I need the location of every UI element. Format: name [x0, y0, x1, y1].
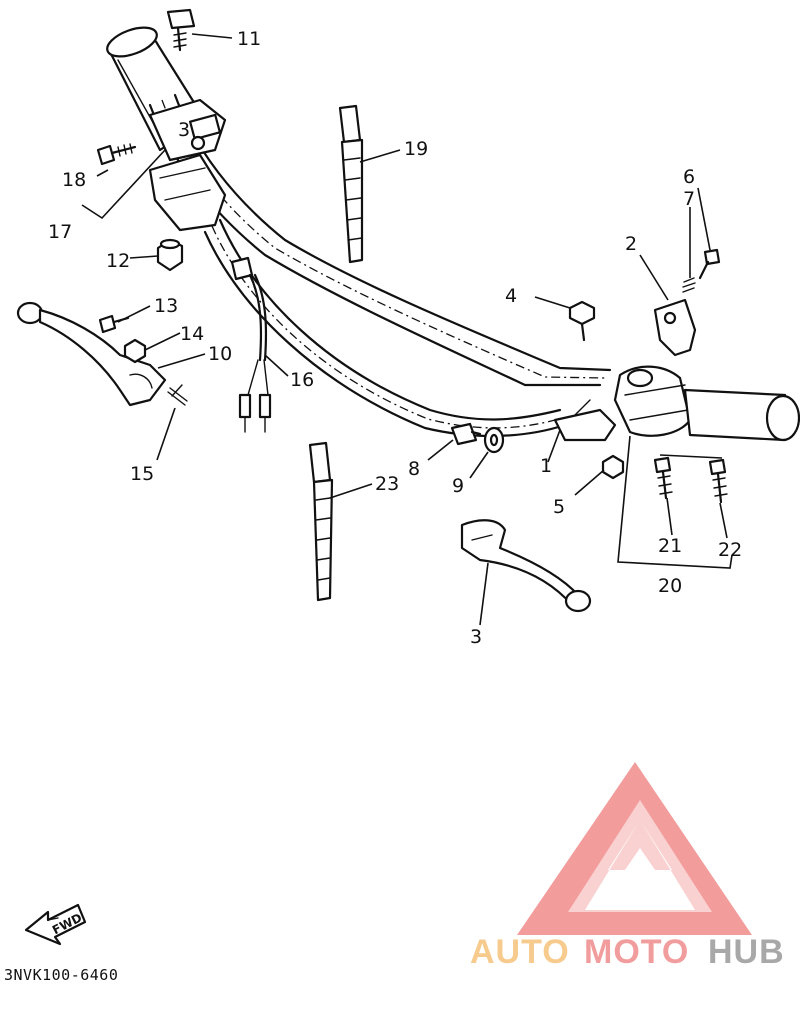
logo-word-auto: AUTO [470, 933, 570, 971]
right-grip [683, 388, 800, 442]
diagram-code: 3NVK100-6460 [4, 966, 118, 984]
part-20-throttle-housing [613, 365, 692, 437]
label-4: 4 [505, 285, 517, 307]
part-8-adjuster [450, 422, 482, 446]
label-18: 18 [62, 169, 86, 191]
part-19-cable-tie [338, 104, 364, 264]
leader-lines [81, 33, 733, 626]
fwd-arrow: FWD [24, 903, 87, 946]
part-9-washer [483, 426, 505, 454]
label-16: 16 [290, 369, 314, 391]
label-11: 11 [237, 28, 261, 50]
housing-marking: 3 [178, 119, 190, 141]
part-22-screw [708, 458, 728, 504]
logo-word-hub: HUB [708, 933, 785, 971]
label-1: 1 [540, 455, 552, 477]
part-1-bracket [553, 399, 617, 442]
label-8: 8 [408, 458, 420, 480]
part-16-wire [230, 256, 272, 433]
part-15-screw [167, 384, 188, 406]
label-5: 5 [553, 496, 565, 518]
handlebar [148, 93, 612, 438]
logo-triangle-mark [517, 762, 752, 935]
part-5-nut [601, 454, 625, 480]
label-15: 15 [130, 463, 154, 485]
label-17: 17 [48, 221, 72, 243]
part-23-cable-tie [308, 441, 334, 602]
watermark-logo: AUTO MOTO HUB [470, 762, 785, 971]
label-9: 9 [452, 475, 464, 497]
part-6-screw [698, 248, 721, 280]
left-switch-assembly: 3 [148, 98, 227, 232]
part-21-screw [653, 456, 673, 500]
part-12-nut [156, 238, 184, 272]
label-6: 6 [683, 166, 695, 188]
label-7: 7 [683, 188, 695, 210]
part-7-washer [682, 277, 696, 293]
label-22: 22 [718, 539, 742, 561]
label-14: 14 [180, 323, 204, 345]
label-19: 19 [404, 138, 428, 160]
label-12: 12 [106, 250, 130, 272]
label-3: 3 [470, 626, 482, 648]
label-13: 13 [154, 295, 178, 317]
label-20: 20 [658, 575, 682, 597]
part-2-holder [653, 298, 697, 357]
part-14-nut [123, 338, 147, 364]
logo-word-moto: MOTO [584, 933, 689, 971]
part-4-bolt [568, 300, 596, 342]
brake-lever [460, 519, 592, 613]
label-23: 23 [375, 473, 399, 495]
part-18-screw [96, 143, 137, 166]
label-21: 21 [658, 535, 682, 557]
left-grip [106, 26, 207, 152]
clutch-lever [16, 301, 167, 407]
label-2: 2 [625, 233, 637, 255]
label-10: 10 [208, 343, 232, 365]
part-labels: 11 18 17 12 13 14 10 15 16 19 23 8 9 5 1… [48, 28, 742, 648]
part-11-bolt [166, 8, 196, 52]
